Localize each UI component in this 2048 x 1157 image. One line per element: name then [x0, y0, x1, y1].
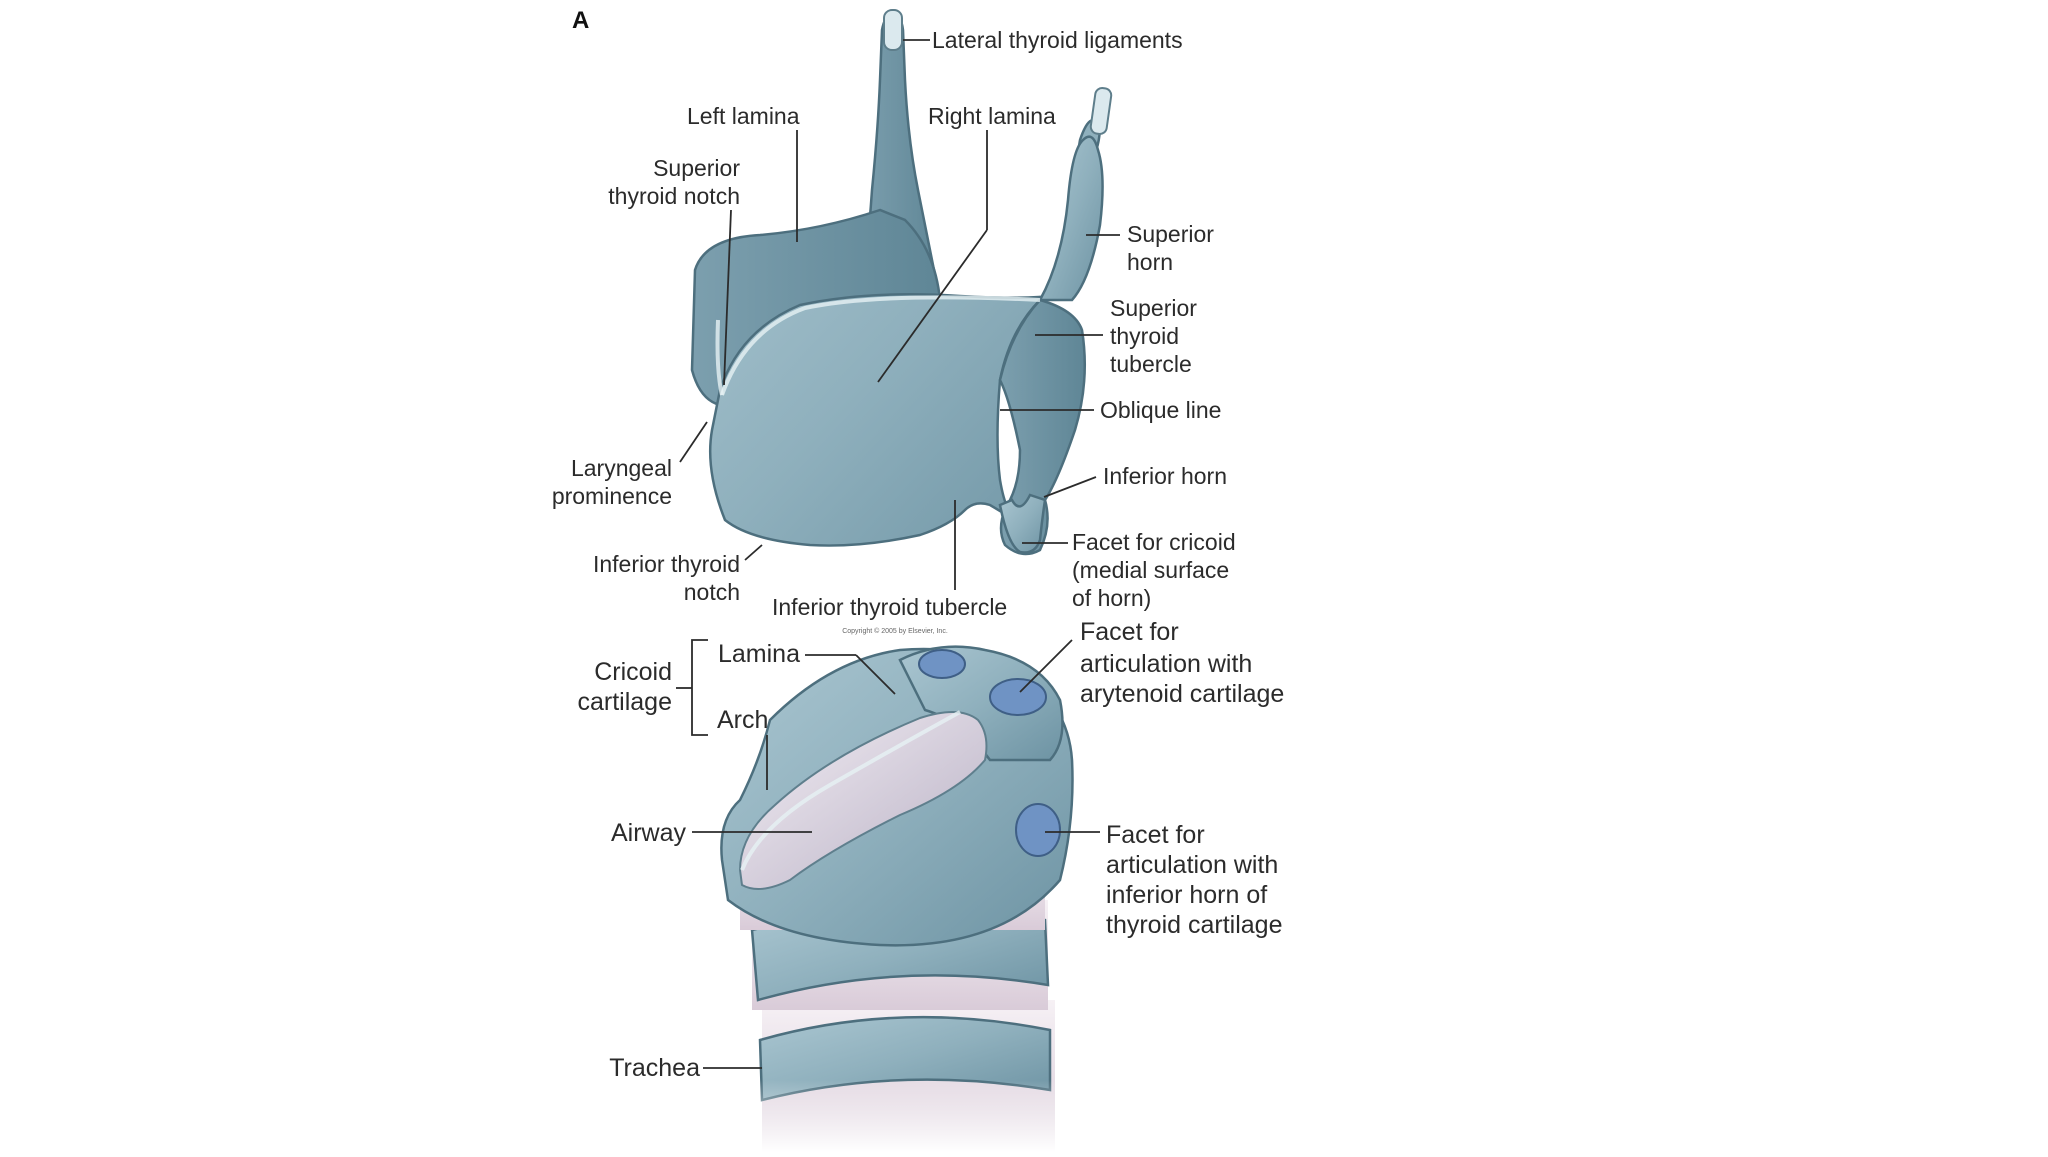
label-superior-thyroid-tubercle-1: Superior	[1110, 295, 1197, 321]
cricoid-leader-lines	[676, 639, 1100, 1069]
label-superior-thyroid-notch-2: thyroid notch	[608, 183, 740, 209]
airway-lumen	[738, 711, 988, 890]
left-lateral-ligament	[883, 9, 903, 51]
label-inferior-horn: Inferior horn	[1103, 463, 1227, 489]
label-laryngeal-prominence-2: prominence	[552, 483, 672, 509]
right-superior-horn	[1037, 135, 1104, 302]
cricoid-labels: Cricoid cartilage Lamina Arch Facet for …	[578, 618, 1285, 1082]
cricoid-cartilage	[720, 645, 1074, 947]
panel-letter: A	[572, 7, 589, 34]
label-airway: Airway	[611, 819, 687, 847]
label-superior-horn-2: horn	[1127, 249, 1173, 275]
label-inferior-thyroid-notch-1: Inferior thyroid	[593, 551, 740, 577]
label-superior-thyroid-tubercle-2: thyroid	[1110, 323, 1179, 349]
label-superior-thyroid-tubercle-3: tubercle	[1110, 351, 1192, 377]
label-arch: Arch	[717, 706, 768, 734]
notch-edge-highlight	[720, 295, 1041, 396]
thyroid-leader-lines	[679, 39, 1120, 590]
prominence-highlight	[715, 319, 724, 396]
copyright-notice: Copyright © 2005 by Elsevier, Inc.	[842, 627, 948, 635]
label-facet-arytenoid-3: arytenoid cartilage	[1080, 680, 1284, 708]
trachea-fade	[700, 1080, 1120, 1152]
cricoid-bracket	[691, 639, 708, 736]
label-facet-arytenoid-2: articulation with	[1080, 650, 1252, 678]
label-cricoid-cartilage-2: cartilage	[578, 688, 673, 716]
inferior-horn-facet	[1015, 803, 1061, 857]
label-superior-thyroid-notch-1: Superior	[653, 155, 740, 181]
thyroid-cartilage	[690, 9, 1113, 556]
label-lateral-thyroid-ligaments: Lateral thyroid ligaments	[932, 27, 1183, 53]
label-facet-inferior-horn-1: Facet for	[1106, 821, 1205, 849]
label-inferior-thyroid-tubercle: Inferior thyroid tubercle	[772, 594, 1007, 620]
arytenoid-facet-right	[989, 678, 1047, 716]
label-left-lamina: Left lamina	[687, 103, 800, 129]
label-facet-cricoid-2: (medial surface	[1072, 557, 1229, 583]
label-facet-inferior-horn-2: articulation with	[1106, 851, 1278, 879]
inferior-horn-shape	[998, 493, 1047, 554]
label-facet-cricoid-3: of horn)	[1072, 585, 1151, 611]
thyroid-labels: Lateral thyroid ligaments Left lamina Ri…	[552, 27, 1236, 620]
side-column	[998, 298, 1087, 556]
label-laryngeal-prominence-1: Laryngeal	[571, 455, 672, 481]
label-inferior-thyroid-notch-2: notch	[684, 579, 740, 605]
label-facet-inferior-horn-3: inferior horn of	[1106, 881, 1267, 909]
label-oblique-line: Oblique line	[1100, 397, 1221, 423]
label-facet-arytenoid-1: Facet for	[1080, 618, 1179, 646]
label-right-lamina: Right lamina	[928, 103, 1056, 129]
label-facet-cricoid-1: Facet for cricoid	[1072, 529, 1236, 555]
arytenoid-facet-left	[918, 649, 966, 679]
label-facet-inferior-horn-4: thyroid cartilage	[1106, 911, 1282, 939]
label-lamina: Lamina	[718, 640, 800, 668]
label-cricoid-cartilage-1: Cricoid	[594, 658, 672, 686]
cricoid-rim-highlight	[740, 710, 961, 871]
label-superior-horn-1: Superior	[1127, 221, 1214, 247]
right-lateral-ligament	[1089, 87, 1113, 135]
label-trachea: Trachea	[609, 1054, 700, 1082]
